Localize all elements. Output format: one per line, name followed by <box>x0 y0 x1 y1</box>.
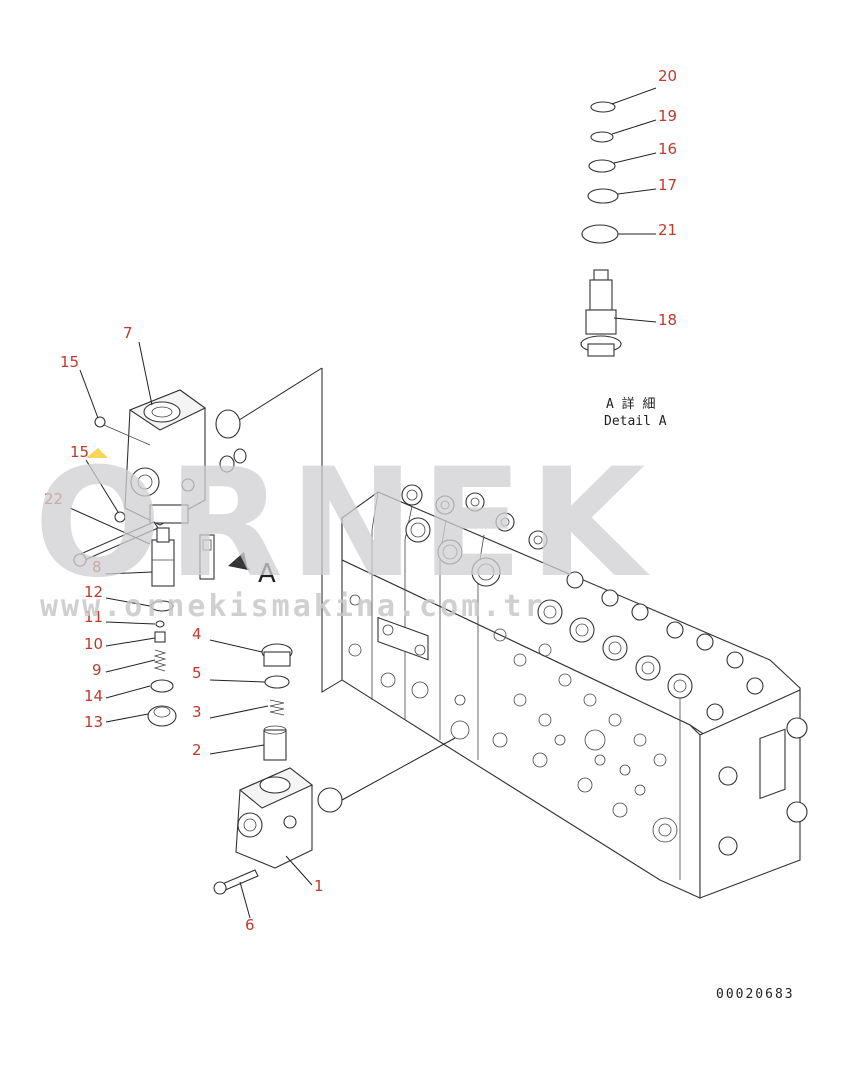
callout-leaders <box>69 87 657 919</box>
callout-10: 10 <box>84 635 103 653</box>
callout-13: 13 <box>84 713 103 731</box>
callout-4: 4 <box>192 625 202 643</box>
o-ring-lower <box>317 787 343 813</box>
part-5-disc <box>264 675 290 689</box>
callout-16: 18 <box>658 311 677 329</box>
callout-2: 2 <box>192 741 202 759</box>
part-21-disc <box>581 224 619 244</box>
callout-1: 1 <box>314 877 324 895</box>
part-17-ring <box>588 159 616 173</box>
callout-14: 14 <box>84 687 103 705</box>
callout-18: 17 <box>658 176 677 194</box>
part-18-ring <box>587 188 619 204</box>
part-7-upper-housing <box>124 389 207 526</box>
o-ring-small <box>233 448 247 464</box>
part-8-spool <box>151 527 175 587</box>
svg-text:A: A <box>258 559 276 589</box>
part-15-bolt-lower <box>114 511 126 523</box>
pilot-element-detail-A <box>199 534 215 580</box>
part-2-spool <box>263 725 287 761</box>
o-ring <box>215 409 241 439</box>
callout-15-top: 15 <box>60 353 79 371</box>
assembly-leader <box>321 368 343 693</box>
part-4-plug <box>261 643 293 667</box>
watermark-brand: ORNEK <box>34 437 651 611</box>
part-11-ball <box>155 620 165 628</box>
callout-3: 3 <box>192 703 202 721</box>
watermark-url: www.ornekismakina.com.tr <box>40 589 545 624</box>
drawing-number: 00020683 <box>716 987 795 1002</box>
callout-5: 5 <box>192 664 202 682</box>
part-12-ring <box>150 600 174 612</box>
view-arrow-A: A <box>228 552 276 589</box>
part-15-bolt-top <box>94 416 151 446</box>
callout-20: 20 <box>658 67 677 85</box>
detail-a-label-en: Detail A <box>604 414 667 429</box>
watermark: ORNEK www.ornekismakina.com.tr <box>34 437 651 624</box>
part-10-seat <box>154 631 166 643</box>
part-9-spring <box>153 649 167 672</box>
part-13-plug <box>147 705 177 727</box>
callout-19: 19 <box>658 107 677 125</box>
part-3-spring <box>269 699 285 716</box>
detail-a-label-jp: A 詳 細 <box>606 396 655 412</box>
part-6-bolt <box>213 869 259 895</box>
callout-9: 9 <box>92 661 102 679</box>
o-ring-small <box>219 455 235 473</box>
callout-17: 16 <box>658 140 677 158</box>
callout-6: 6 <box>245 916 255 934</box>
part-19-ring <box>590 131 614 143</box>
part-14-disc <box>150 679 174 693</box>
callout-8: 8 <box>92 558 102 576</box>
callout-22: 22 <box>44 490 63 508</box>
callout-7: 7 <box>123 324 133 342</box>
callout-11: 11 <box>84 608 103 626</box>
part-20-ring <box>590 101 616 113</box>
part-16-cartridge <box>580 269 622 357</box>
callout-21: 21 <box>658 221 677 239</box>
main-valve-body <box>341 484 808 899</box>
watermark-logo-mark <box>86 448 108 458</box>
callout-12: 12 <box>84 583 103 601</box>
callout-labels: 20 19 16 17 21 18 7 15 15 22 8 12 11 10 … <box>44 67 677 934</box>
part-1-lower-housing <box>235 767 314 869</box>
callout-15-lower: 15 <box>70 443 89 461</box>
